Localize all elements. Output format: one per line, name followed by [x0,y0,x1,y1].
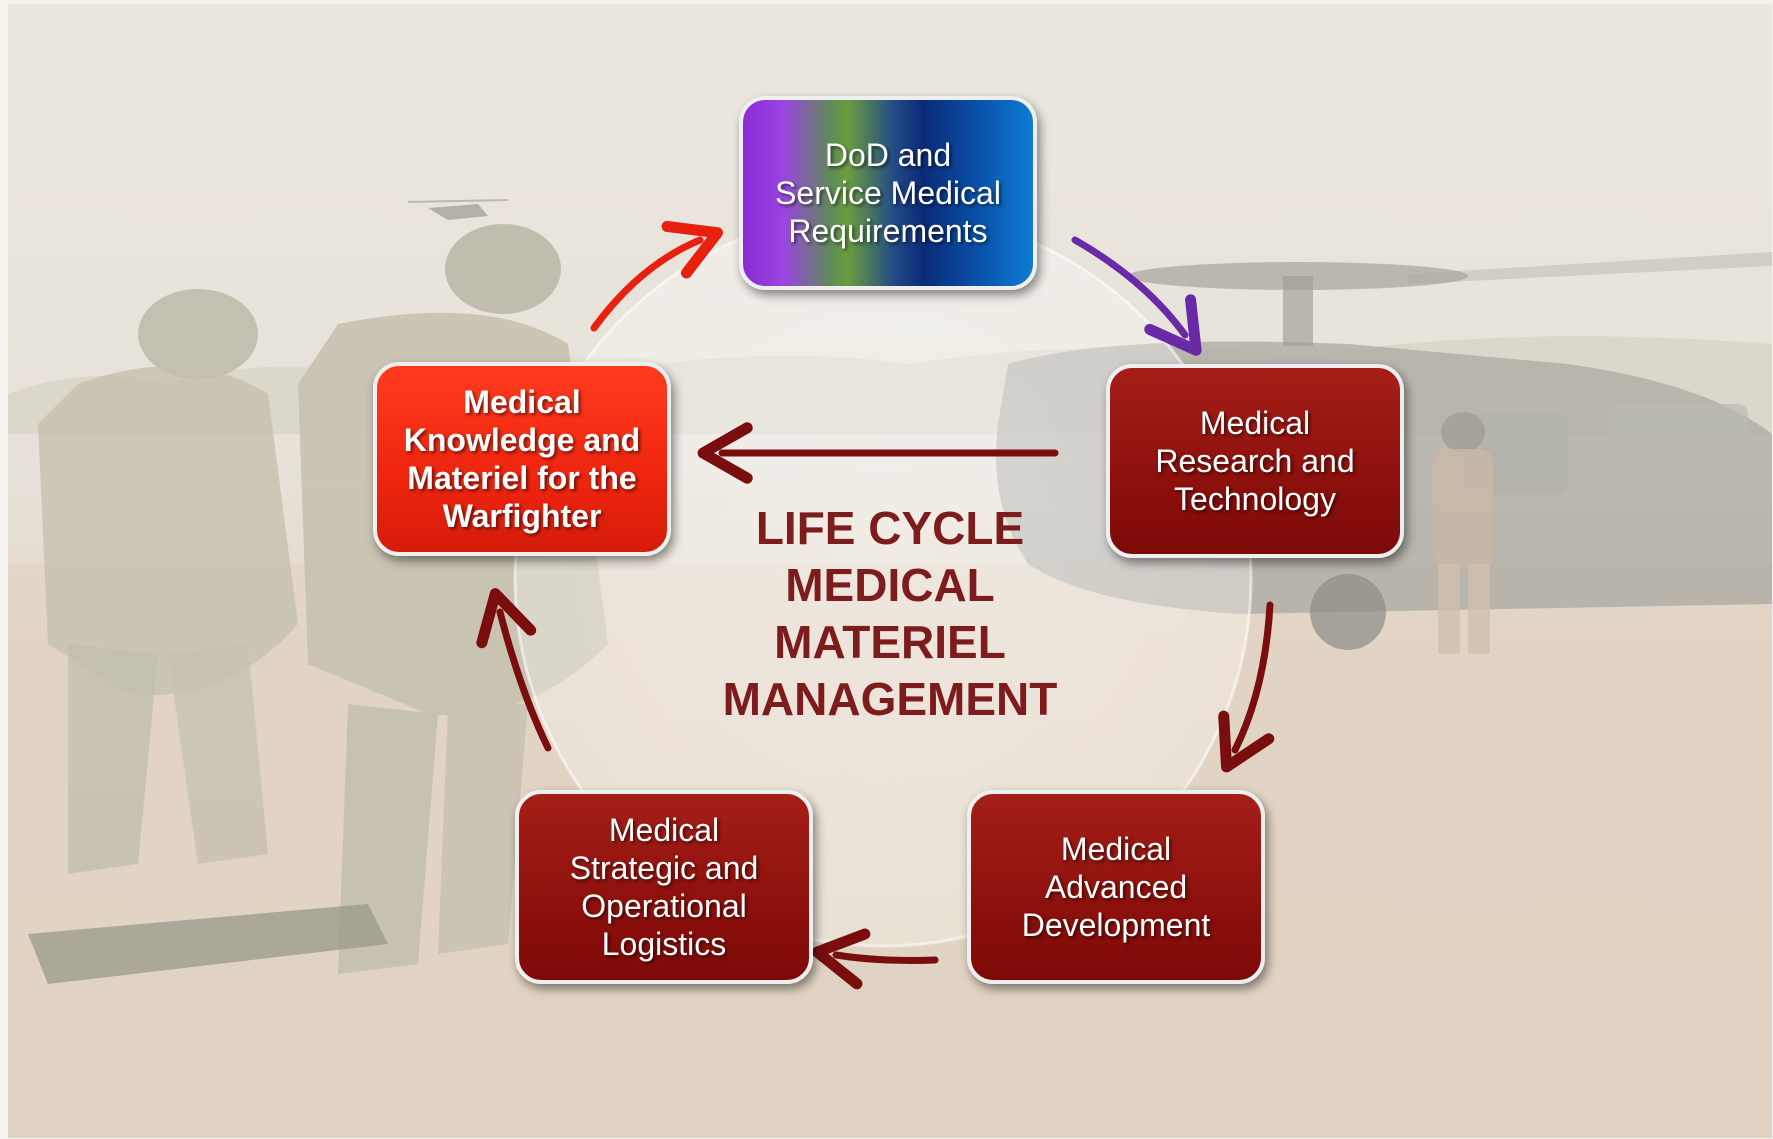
arrow-research-to-development [1218,601,1275,773]
node-medical-knowledge-and-materiel-for-the-warfighter[interactable]: Medical Knowledge and Materiel for the W… [373,362,671,556]
arrow-requirements-to-research [1071,236,1202,356]
node-medical-strategic-and-operational-logistics[interactable]: Medical Strategic and Operational Logist… [515,790,813,984]
arrow-knowledge-to-requirements [590,220,723,332]
node-dod-service-medical-requirements[interactable]: DoD and Service Medical Requirements [739,96,1037,290]
center-title: LIFE CYCLE MEDICAL MATERIEL MANAGEMENT [722,502,1058,725]
arrow-logistics-to-knowledge [476,588,552,752]
node-medical-advanced-development[interactable]: Medical Advanced Development [967,790,1265,984]
arrow-development-to-logistics [811,928,939,990]
node-medical-research-and-technology[interactable]: Medical Research and Technology [1106,364,1404,558]
